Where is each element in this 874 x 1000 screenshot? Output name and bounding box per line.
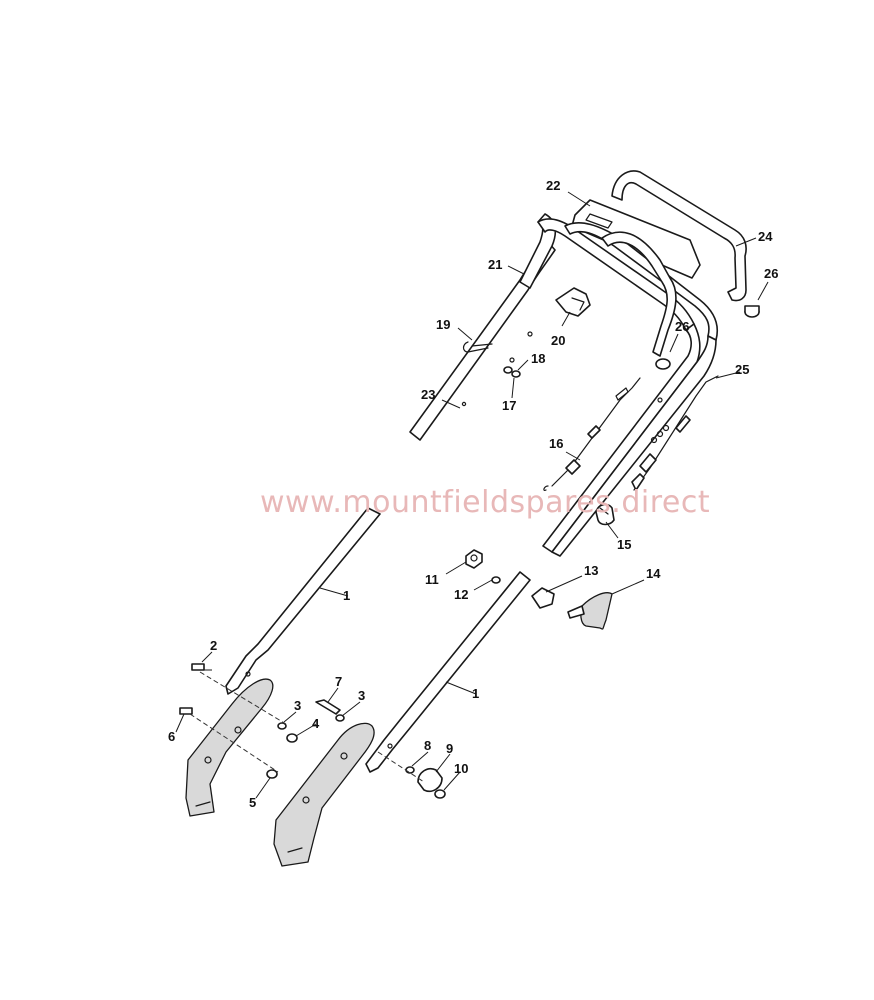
cable-part-25 <box>631 375 719 491</box>
washer-part-3b <box>335 714 345 722</box>
callout-16: 16 <box>549 436 563 451</box>
leader-lines <box>175 191 769 799</box>
upper-handle-part-23 <box>409 213 719 557</box>
callout-25: 25 <box>735 362 749 377</box>
handle-bracket-right <box>273 722 375 867</box>
callout-11: 11 <box>425 572 439 587</box>
callout-22: 22 <box>546 178 560 193</box>
callout-8: 8 <box>424 738 431 753</box>
callout-1a: 1 <box>343 588 350 603</box>
bolt-part-6 <box>179 707 193 715</box>
callout-labels: 1 1 2 3 3 4 5 6 7 8 9 10 11 12 13 14 15 … <box>168 178 778 810</box>
washer-part-12 <box>491 576 501 584</box>
callout-21: 21 <box>488 257 502 272</box>
nut-part-10 <box>434 789 446 799</box>
bolt-part-7 <box>315 699 341 715</box>
callout-20: 20 <box>551 333 565 348</box>
cable-part-16 <box>543 377 641 491</box>
callout-26b: 26 <box>675 319 689 334</box>
callout-3b: 3 <box>358 688 365 703</box>
callout-15: 15 <box>617 537 631 552</box>
callout-24: 24 <box>758 229 773 244</box>
washer-part-3a <box>277 722 287 730</box>
washer-part-8 <box>405 766 415 774</box>
callout-19: 19 <box>436 317 450 332</box>
callout-23: 23 <box>421 387 435 402</box>
knob-part-15 <box>595 503 615 526</box>
cable-bracket-part-20 <box>555 287 591 317</box>
lower-handle-left-part-1 <box>225 507 381 695</box>
watermark-text: www.mountfieldspares.direct <box>260 485 710 520</box>
alignment-lines <box>189 671 425 783</box>
bail-arm-part-24 <box>611 170 747 302</box>
callout-7: 7 <box>335 674 342 689</box>
callout-1b: 1 <box>472 686 479 701</box>
end-cap-part-26b <box>655 358 671 370</box>
callout-17: 17 <box>502 398 516 413</box>
bolt-part-2 <box>191 663 212 671</box>
nut-part-4 <box>286 733 298 743</box>
lower-handle-right-part-1 <box>365 571 531 773</box>
knob-nut-part-11 <box>465 549 483 569</box>
nut-washer-part-17-18 <box>503 366 521 378</box>
callout-18: 18 <box>531 351 545 366</box>
callout-13: 13 <box>584 563 598 578</box>
callout-2: 2 <box>210 638 217 653</box>
cable-clip-part-13 <box>531 587 555 609</box>
callout-4: 4 <box>312 716 320 731</box>
callout-26a: 26 <box>764 266 778 281</box>
clip-part-19 <box>462 341 493 353</box>
handle-bracket-left <box>185 678 274 817</box>
callout-9: 9 <box>446 741 453 756</box>
callout-12: 12 <box>454 587 468 602</box>
lever-handle-part-14 <box>567 592 613 630</box>
end-cap-part-26 <box>744 305 760 318</box>
callout-3a: 3 <box>294 698 301 713</box>
callout-5: 5 <box>249 795 256 810</box>
nut-part-5 <box>266 769 278 779</box>
callout-10: 10 <box>454 761 468 776</box>
knob-part-9 <box>417 767 443 793</box>
callout-6: 6 <box>168 729 175 744</box>
callout-14: 14 <box>646 566 661 581</box>
